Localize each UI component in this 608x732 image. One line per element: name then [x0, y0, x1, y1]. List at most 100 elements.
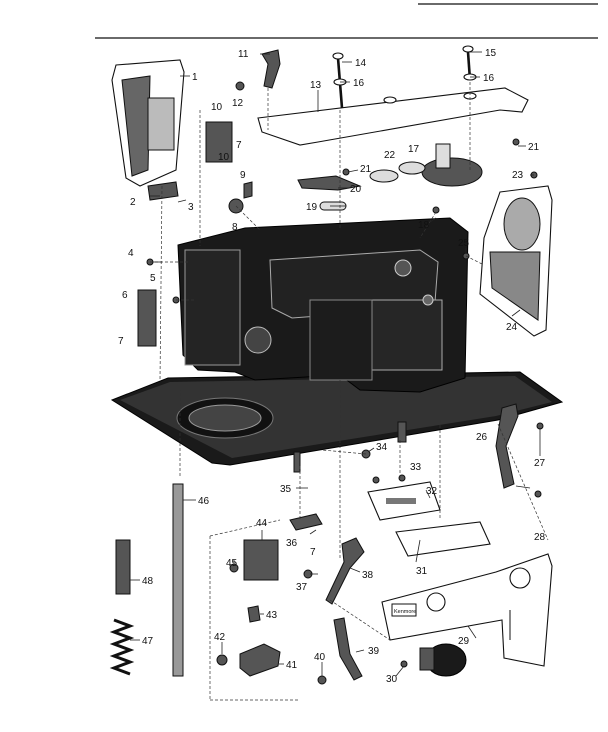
callout-42: 42: [214, 632, 226, 643]
callout-47: 47: [142, 636, 154, 647]
tension-bracket-10: [205, 121, 233, 163]
callout-32: 32: [426, 486, 438, 497]
face-plate-window: [147, 97, 175, 151]
front-panel-dial-large: [509, 567, 531, 589]
screw-18: [432, 206, 440, 214]
front-panel-dial: [426, 592, 446, 612]
side-cover-window: [503, 197, 541, 251]
screw-33b: [398, 474, 406, 482]
thread-guide-43: [247, 605, 261, 623]
callout-3: 3: [188, 202, 194, 213]
callout-leaders: [130, 51, 541, 677]
callout-45: 45: [226, 558, 238, 569]
callout-48: 48: [142, 576, 154, 587]
spring-47: [109, 618, 135, 676]
callout-30: 30: [386, 674, 398, 685]
lever-20: [297, 175, 362, 191]
shaft-bore: [394, 259, 412, 277]
callout-43: 43: [266, 610, 278, 621]
callout-35: 35: [280, 484, 292, 495]
lever-39: [333, 617, 363, 681]
callout-16b: 16: [483, 73, 495, 84]
callout-7b: 7: [118, 336, 124, 347]
handwheel-boss: [244, 326, 272, 354]
casting-left-end: [184, 249, 241, 366]
callout-17: 17: [408, 144, 420, 155]
stitch-knob-shaft: [419, 647, 435, 671]
casting-hole: [422, 294, 434, 306]
callout-10a: 10: [211, 102, 223, 113]
casting-pillar: [369, 299, 443, 371]
callout-4: 4: [128, 248, 134, 259]
top-cover: [257, 87, 529, 146]
callout-36: 36: [286, 538, 298, 549]
callout-25: 25: [458, 238, 470, 249]
bed-cutout-rim: [188, 404, 262, 432]
callout-7a: 7: [236, 140, 242, 151]
casting-neck: [309, 299, 373, 381]
callout-22: 22: [384, 150, 396, 161]
callout-2: 2: [130, 197, 136, 208]
callout-44: 44: [256, 518, 268, 529]
slot-32: [386, 498, 416, 504]
assembly-leaders: [150, 82, 549, 701]
bracket-2: [147, 181, 179, 201]
callout-21a: 21: [360, 164, 372, 175]
callout-15: 15: [485, 48, 497, 59]
post-34: [397, 421, 407, 443]
callout-26: 26: [476, 432, 488, 443]
bolts-35: [293, 451, 301, 473]
callout-8: 8: [232, 222, 238, 233]
callout-33: 33: [410, 462, 422, 473]
callout-12: 12: [232, 98, 244, 109]
callout-37: 37: [296, 582, 308, 593]
callout-9: 9: [240, 170, 246, 181]
callout-28: 28: [534, 532, 546, 543]
callout-1: 1: [192, 72, 198, 83]
hinge-plate-6: [137, 289, 157, 347]
bobbin-winder: [421, 157, 483, 187]
bracket-44: [243, 539, 279, 581]
callout-41: 41: [286, 660, 298, 671]
callout-34: 34: [376, 442, 388, 453]
callout-29: 29: [458, 636, 470, 647]
callout-21b: 21: [528, 142, 540, 153]
brand-badge: [391, 603, 417, 617]
callout-6: 6: [122, 290, 128, 301]
thread-guide-9: [243, 181, 253, 199]
screw-40: [317, 675, 327, 685]
callout-31: 31: [416, 566, 428, 577]
callout-20: 20: [350, 184, 362, 195]
thread-guide-11: [261, 49, 281, 89]
callout-40: 40: [314, 652, 326, 663]
brand-badge-text: Kenmore: [394, 609, 416, 615]
needle-bar-48: [115, 539, 131, 595]
callout-24: 24: [506, 322, 518, 333]
callout-13: 13: [310, 80, 322, 91]
callout-16a: 16: [353, 78, 365, 89]
callout-5: 5: [150, 273, 156, 284]
presser-foot-41: [239, 643, 281, 677]
spool-cap-22: [369, 169, 399, 183]
screw-21b: [512, 138, 520, 146]
lever-26: [495, 403, 519, 489]
callout-14: 14: [355, 58, 367, 69]
callout-23: 23: [512, 170, 524, 181]
callout-11: 11: [238, 49, 249, 60]
lifter-36: [289, 513, 323, 531]
screw-33a: [372, 476, 380, 484]
spool-disc: [398, 161, 426, 175]
callout-46: 46: [198, 496, 210, 507]
callout-18: 18: [418, 220, 430, 231]
callout-labels: 1 2 3 4 5 6 7 7 7 8 9 10 10 11 12 13 14 …: [118, 48, 546, 685]
callout-38: 38: [362, 570, 374, 581]
face-plate-inner: [121, 75, 151, 177]
bobbin-winder-post: [435, 143, 451, 169]
screw-27b: [534, 490, 542, 498]
side-cover-rib: [489, 251, 541, 321]
screw-12: [235, 81, 245, 91]
callout-10b: 10: [218, 152, 230, 163]
callout-19: 19: [306, 202, 318, 213]
callout-39: 39: [368, 646, 380, 657]
